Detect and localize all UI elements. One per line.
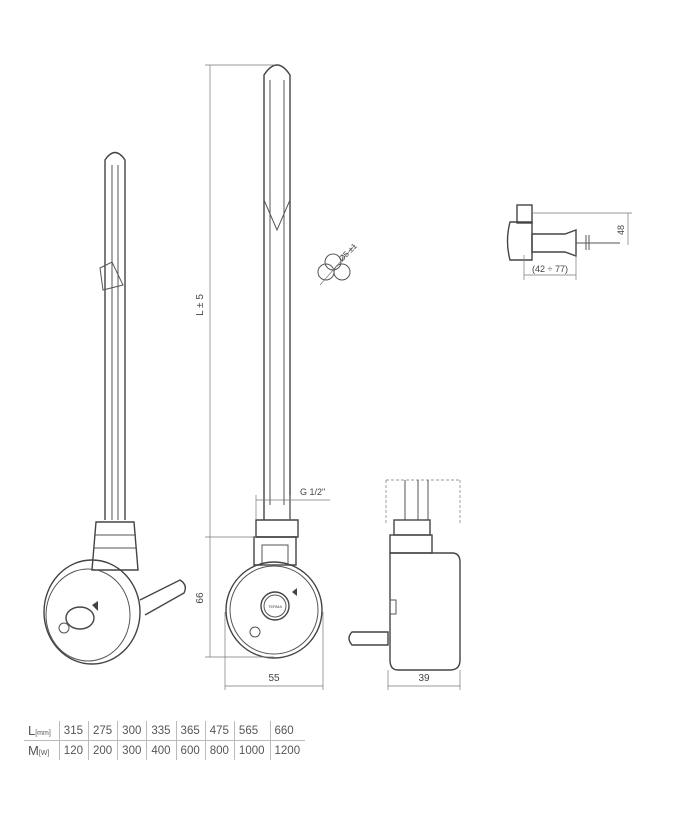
dim-top-height: 48 [616, 225, 626, 235]
table-cell: 1000 [233, 740, 271, 760]
power-icon [249, 626, 261, 638]
table-row: L[mm] 315 275 300 335 365 475 565 660 [24, 721, 306, 741]
table-cell: 660 [269, 721, 306, 741]
table-cell: 300 [117, 740, 147, 760]
row-unit: [mm] [35, 730, 51, 737]
table-cell: 365 [175, 721, 206, 741]
side-view: 39 [348, 479, 461, 690]
dim-depth: 39 [418, 673, 430, 684]
installed-view: 48 (42 ÷ 77) [506, 204, 632, 280]
table-cell: 335 [146, 721, 177, 741]
front-view: TERMA L ± 5 66 55 G 1/2" [195, 64, 330, 690]
table-cell: 600 [175, 740, 206, 760]
power-length-table: L[mm] 315 275 300 335 365 475 565 660 M[… [24, 721, 306, 760]
table-cell: 120 [58, 740, 89, 760]
table-cell: 800 [204, 740, 235, 760]
dim-length: L ± 5 [195, 294, 206, 316]
dim-range: (42 ÷ 77) [532, 264, 568, 274]
dim-width: 55 [268, 673, 280, 684]
table-cell: 400 [146, 740, 177, 760]
dim-diameter: Ø5 ±1 [337, 241, 359, 263]
table-row: M[W] 120 200 300 400 600 800 1000 1200 [24, 740, 306, 760]
table-cell: 275 [87, 721, 118, 741]
perspective-view [43, 151, 187, 665]
table-cell: 565 [233, 721, 271, 741]
dim-thread: G 1/2" [300, 487, 325, 497]
brand-logo: TERMA [268, 604, 282, 609]
dim-height: 66 [195, 592, 206, 604]
thermometer-icon [292, 588, 297, 596]
table-cell: 1200 [269, 740, 306, 760]
diameter-detail: Ø5 ±1 [317, 241, 359, 286]
row-label: L [28, 723, 36, 738]
table-cell: 300 [117, 721, 147, 741]
table-cell: 475 [204, 721, 235, 741]
row-label: M [28, 743, 39, 758]
table-cell: 200 [87, 740, 118, 760]
table-cell: 315 [58, 721, 89, 741]
row-unit: [W] [38, 750, 50, 757]
